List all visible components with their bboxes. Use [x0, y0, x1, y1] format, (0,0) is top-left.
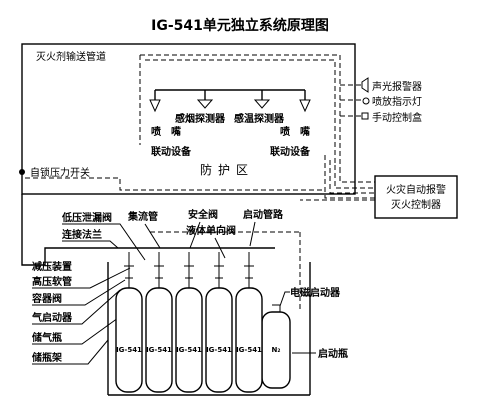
start-pipe-leader	[249, 221, 256, 247]
supply-pipe	[21, 194, 275, 266]
storage-cylinder-group: IG-541 IG-541 IG-541 IG-541 IG-541	[115, 252, 263, 393]
start-pipe-line	[150, 231, 301, 310]
cylinder-label: IG-541	[116, 346, 142, 354]
cylinder-body	[235, 287, 263, 393]
check-valve-label: 液体单向阀	[186, 224, 236, 237]
check-valve-leader	[214, 237, 226, 259]
start-cylinder-label: 启动瓶	[318, 347, 348, 360]
self-lock-switch-label: 自锁压力开关	[30, 166, 90, 179]
start-pipe-label: 启动管路	[243, 208, 284, 221]
pressure-reducer-label: 减压装置	[32, 260, 72, 273]
spray-light-icon	[362, 97, 370, 105]
cylinder-valve	[154, 252, 164, 288]
storage-cylinder: IG-541	[115, 252, 143, 393]
storage-cylinder: IG-541	[235, 252, 263, 393]
cylinder-valve	[244, 252, 254, 288]
connect-flange-leader	[62, 240, 119, 249]
cylinder-valve	[184, 252, 194, 288]
start-cylinder-gas-label: N₂	[272, 346, 281, 354]
alarm-label: 声光报警器	[372, 80, 422, 93]
pneumatic-actuator-leader	[32, 289, 121, 325]
cylinder-label: IG-541	[236, 346, 262, 354]
storage-cylinder: IG-541	[145, 252, 173, 393]
storage-cylinder: IG-541	[175, 252, 203, 393]
protected-room-outline	[21, 43, 356, 195]
diagram-title: IG-541单元独立系统原理图	[151, 17, 329, 34]
device-wiring	[340, 84, 362, 117]
room-pipe	[154, 89, 306, 100]
cylinder-rack-label: 储瓶架	[31, 351, 62, 364]
low-leak-valve-label: 低压泄漏阀	[61, 211, 112, 224]
storage-cylinder-label: 储气瓶	[31, 331, 62, 344]
linkage-left-label: 联动设备	[151, 145, 192, 158]
manual-box-icon	[361, 112, 369, 120]
container-valve-leader	[32, 279, 126, 306]
storage-cylinder-leader	[32, 317, 119, 345]
hp-hose-leader	[32, 267, 131, 289]
cylinder-label: IG-541	[146, 346, 172, 354]
control-wiring-inner	[145, 59, 336, 165]
heat-detector-label: 感温探测器	[234, 112, 285, 125]
manual-box-label: 手动控制盒	[372, 111, 422, 124]
connect-flange-label: 连接法兰	[62, 228, 102, 241]
controller-label-2: 灭火控制器	[391, 198, 441, 211]
pneumatic-actuator-label: 气启动器	[31, 311, 73, 324]
solenoid-leader	[279, 291, 290, 307]
cylinder-body	[205, 287, 233, 393]
controller-wiring	[324, 155, 375, 199]
alarm-icon	[361, 77, 369, 93]
pressure-switch-icon	[19, 169, 25, 175]
nozzle-left-label: 喷 嘴	[151, 125, 181, 138]
safety-valve-leader	[189, 221, 201, 249]
spray-light-label: 喷放指示灯	[372, 95, 422, 108]
nozzle-right-icon	[299, 99, 311, 113]
switch-wiring	[25, 177, 325, 191]
low-leak-valve-leader	[62, 223, 146, 261]
control-wiring-outer	[139, 54, 341, 168]
collector-pipe-leader	[144, 223, 161, 249]
storage-cylinder: IG-541	[205, 252, 233, 393]
heat-detector-icon	[253, 99, 271, 109]
cylinder-body	[145, 287, 173, 393]
linkage-right-label: 联动设备	[270, 145, 311, 158]
nozzle-left-icon	[149, 99, 161, 113]
solenoid-actuator-label: 电磁启动器	[290, 286, 341, 299]
container-valve-label: 容器阀	[31, 292, 62, 305]
cylinder-body	[175, 287, 203, 393]
cylinder-valve	[214, 252, 224, 288]
nozzle-right-label: 喷 嘴	[280, 125, 310, 138]
cylinder-label: IG-541	[206, 346, 232, 354]
cylinder-valve	[124, 252, 134, 288]
cylinder-body	[115, 287, 143, 393]
collector-pipe-label: 集流管	[127, 210, 158, 223]
safety-valve-label: 安全阀	[188, 208, 218, 221]
controller-box	[374, 175, 458, 219]
hp-hose-label: 高压软管	[32, 275, 72, 288]
smoke-detector-icon	[196, 99, 214, 109]
smoke-detector-label: 感烟探测器	[175, 112, 226, 125]
start-cylinder-neck	[272, 304, 281, 312]
cylinder-label: IG-541	[176, 346, 202, 354]
rack-frame	[107, 262, 311, 396]
pipeline-label: 灭火剂输送管道	[36, 50, 106, 63]
cylinder-rack-leader	[32, 339, 109, 365]
controller-label-1: 火灾自动报警	[386, 183, 446, 196]
protected-zone-label: 防护区	[200, 162, 254, 177]
